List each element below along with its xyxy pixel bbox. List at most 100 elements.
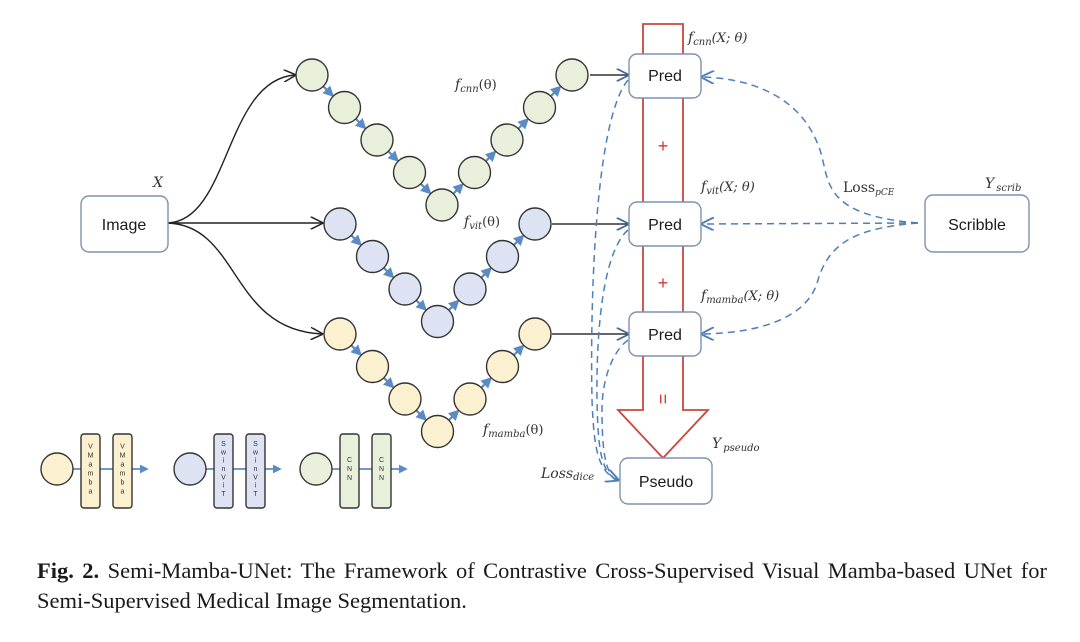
fn-f: f [482, 422, 491, 438]
legend-block [112, 433, 133, 509]
fn-arg: (X; θ) [712, 31, 748, 46]
fn-arg: (θ) [482, 215, 500, 230]
cnn-node [392, 155, 427, 190]
mamba-node [485, 349, 520, 384]
input-symbol: X [152, 175, 164, 191]
vit-function-label: fvit(θ) [463, 214, 500, 232]
skip-connector-arrow [415, 299, 428, 312]
skip-connector-arrow [480, 266, 493, 279]
skip-connector-arrow [484, 150, 497, 163]
pred-box-vit: Pred [628, 201, 702, 247]
cnn-node [295, 58, 329, 92]
caption-label: Fig. 2. [37, 558, 100, 583]
skip-connector-arrow [517, 117, 530, 130]
legend-block [371, 433, 392, 509]
mamba-node [453, 382, 487, 416]
skip-connector-arrow [480, 376, 493, 389]
skip-connector-arrow [387, 150, 400, 163]
fn-sub: mamba [706, 295, 743, 306]
input-to-cnn [167, 75, 295, 224]
skip-connector-arrow [419, 182, 432, 195]
cnn-node [327, 90, 362, 125]
fn-f: f [700, 288, 709, 304]
scribble-symbol-sub: scrib [996, 183, 1021, 194]
fn-sub: vit [706, 186, 720, 197]
dice-from-vit-pred [596, 229, 629, 482]
image-box: Image [80, 195, 169, 253]
cnn-node [555, 58, 589, 92]
skip-connector-arrow [322, 85, 335, 98]
image-label: Image [102, 217, 147, 234]
fn-arg: (X; θ) [719, 180, 755, 195]
pseudo-box: Pseudo [619, 457, 713, 505]
pred-box-mamba: Pred [628, 311, 702, 357]
input-connections [167, 75, 322, 334]
loss-connections [590, 77, 919, 483]
vit-node [453, 272, 487, 306]
fn-arg: (θ) [525, 423, 543, 438]
dice-from-mamba-pred [601, 339, 629, 483]
skip-connector-arrow [512, 344, 525, 357]
skip-connector-arrow [415, 409, 428, 422]
mamba-node [323, 317, 357, 351]
scribble-label: Scribble [948, 217, 1006, 234]
legend-block [339, 433, 360, 509]
cnn-node [457, 155, 492, 190]
fn-f: f [700, 179, 709, 195]
skip-connector-arrow [447, 409, 460, 422]
skip-connector-arrow [350, 344, 363, 357]
plus-operator: + [658, 273, 669, 293]
cnn-function-label: fcnn(θ) [454, 77, 497, 95]
skip-connector-arrow [512, 234, 525, 247]
fn-sub: vit [469, 221, 483, 232]
figure-caption: Fig. 2. Semi-Mamba-UNet: The Framework o… [37, 556, 1047, 616]
legend-block [245, 433, 266, 509]
vit-node [518, 207, 552, 241]
pseudo-label: Pseudo [639, 474, 693, 491]
pce-to-cnn-pred [702, 77, 919, 224]
mamba-branch [323, 317, 552, 449]
vit-node [420, 304, 455, 339]
fn-f: f [463, 214, 472, 230]
vit-node [323, 207, 357, 241]
pred-label: Pred [648, 68, 682, 85]
equals-operator: = [653, 394, 673, 405]
pseudo-symbol-main: Y [712, 436, 723, 452]
cnn-branch [295, 58, 589, 222]
loss-sub: dice [573, 472, 594, 483]
cnn-pred-symbol: fcnn(X; θ) [687, 30, 747, 48]
caption-text: Semi-Mamba-UNet: The Framework of Contra… [37, 558, 1048, 613]
vit-branch [323, 207, 552, 339]
skip-connector-arrow [549, 85, 562, 98]
fn-sub: mamba [488, 429, 525, 440]
fn-sub: cnn [460, 84, 478, 95]
legend-block [80, 433, 101, 509]
vit-node [355, 239, 390, 274]
dice-from-cnn-pred [590, 79, 629, 480]
pred-label: Pred [648, 327, 682, 344]
skip-connector-arrow [382, 376, 395, 389]
loss-main: Loss [843, 180, 875, 196]
mamba-node [420, 414, 455, 449]
branch-outputs [552, 75, 628, 334]
pce-to-mamba-pred [702, 222, 919, 334]
scribble-box: Scribble [924, 194, 1030, 253]
skip-connector-arrow [382, 266, 395, 279]
skip-connector-arrow [350, 234, 363, 247]
fn-f: f [454, 77, 463, 93]
fn-sub: cnn [693, 37, 711, 48]
mamba-function-label: fmamba(θ) [482, 422, 543, 440]
scribble-symbol-main: Y [985, 176, 996, 192]
cnn-node [360, 123, 394, 157]
